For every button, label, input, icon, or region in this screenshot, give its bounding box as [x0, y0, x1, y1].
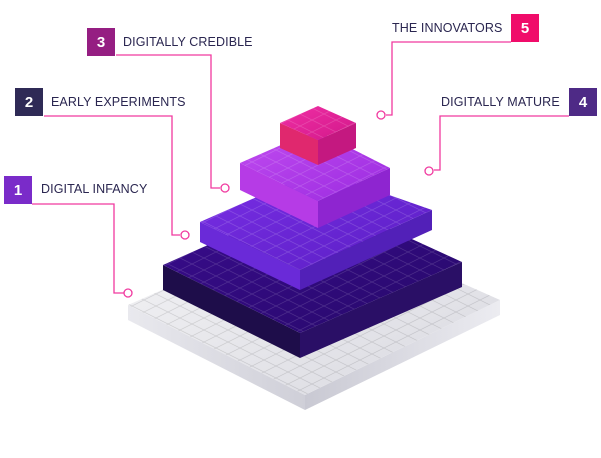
connector-5 [386, 41, 511, 116]
layer-4-magenta [240, 130, 390, 228]
level-2-label: EARLY EXPERIMENTS [51, 95, 186, 109]
level-4-badge: 4 [569, 88, 597, 116]
level-5-label: THE INNOVATORS [392, 21, 503, 35]
connector-dot-5 [376, 110, 386, 120]
level-2-badge: 2 [15, 88, 43, 116]
level-5-badge: 5 [511, 14, 539, 42]
connector-dot-1 [123, 288, 133, 298]
layer-5-pink [280, 106, 356, 165]
level-1-badge: 1 [4, 176, 32, 204]
level-3-label: DIGITALLY CREDIBLE [123, 35, 253, 49]
connector-lines [32, 41, 569, 298]
connector-2 [44, 115, 180, 236]
connector-4 [434, 115, 569, 171]
connector-dot-2 [180, 230, 190, 240]
level-1-label: DIGITAL INFANCY [41, 182, 148, 196]
connector-dot-3 [220, 183, 230, 193]
level-4-label: DIGITALLY MATURE [441, 95, 560, 109]
level-3-badge: 3 [87, 28, 115, 56]
connector-dot-4 [424, 166, 434, 176]
connector-1 [32, 203, 124, 294]
connector-3 [116, 54, 220, 189]
